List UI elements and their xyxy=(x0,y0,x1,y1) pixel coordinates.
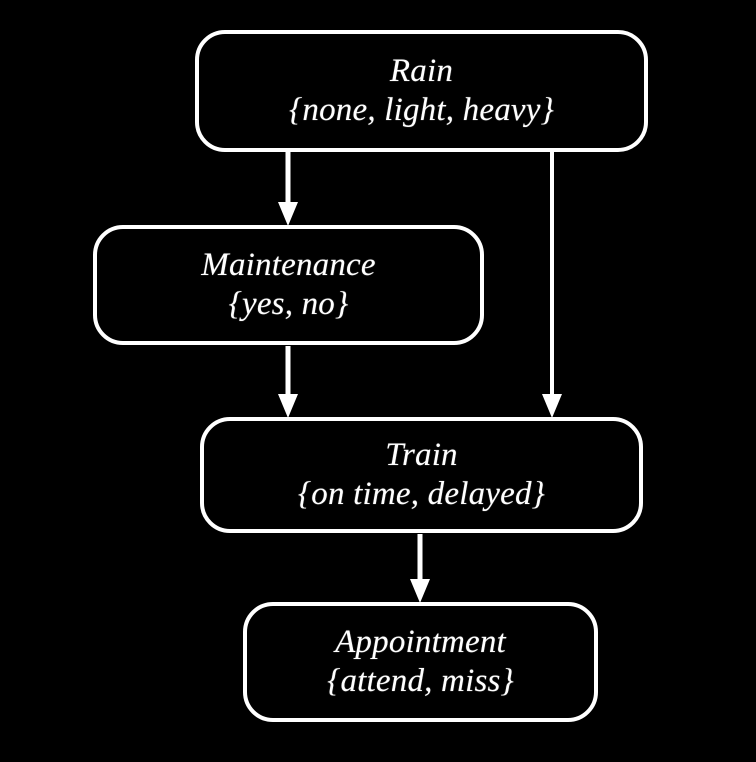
node-maintenance-title: Maintenance xyxy=(201,247,376,284)
node-maintenance[interactable]: Maintenance {yes, no} xyxy=(93,225,484,345)
node-rain-states: {none, light, heavy} xyxy=(289,92,554,128)
node-train[interactable]: Train {on time, delayed} xyxy=(200,417,643,533)
node-appointment[interactable]: Appointment {attend, miss} xyxy=(243,602,598,722)
node-train-states: {on time, delayed} xyxy=(297,476,546,512)
node-appointment-title: Appointment xyxy=(335,624,506,661)
node-train-title: Train xyxy=(385,437,458,474)
edge-rain-to-maintenance xyxy=(268,150,308,228)
edge-maintenance-to-train xyxy=(268,344,308,420)
node-appointment-states: {attend, miss} xyxy=(327,663,514,699)
edge-rain-to-train xyxy=(532,150,572,420)
node-rain-title: Rain xyxy=(389,53,454,90)
edge-train-to-appointment xyxy=(400,532,440,605)
node-rain[interactable]: Rain {none, light, heavy} xyxy=(195,30,648,152)
node-maintenance-states: {yes, no} xyxy=(228,286,349,322)
